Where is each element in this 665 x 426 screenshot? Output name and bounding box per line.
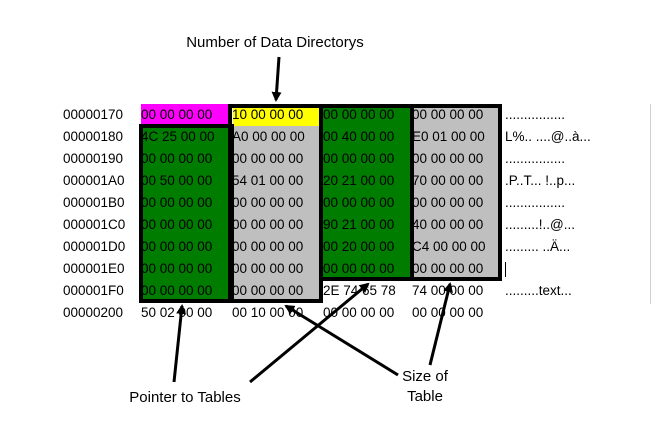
yellow-highlight bbox=[233, 104, 320, 126]
hex-group: 00 00 00 00 bbox=[141, 239, 213, 254]
outline-column-1 bbox=[139, 124, 234, 303]
label-number-of-data-directorys: Number of Data Directorys bbox=[186, 34, 364, 51]
hex-group: 00 00 00 00 bbox=[412, 151, 484, 166]
label-size-line1: Size of bbox=[402, 368, 448, 385]
row-ascii: .P..T... !..p... bbox=[505, 173, 576, 188]
hex-group: 00 00 00 00 bbox=[141, 261, 213, 276]
hex-group: 00 00 00 00 bbox=[141, 283, 213, 298]
label-size-line2: Table bbox=[407, 388, 443, 405]
row-ascii: .........text... bbox=[505, 283, 572, 298]
hex-group: 40 00 00 00 bbox=[412, 217, 484, 232]
hex-group: 00 20 00 00 bbox=[323, 239, 395, 254]
hex-group: 90 21 00 00 bbox=[323, 217, 395, 232]
row-ascii: L%.. ....@..à... bbox=[505, 129, 591, 144]
hex-group: 00 00 00 00 bbox=[141, 217, 213, 232]
hex-group: 00 00 00 00 bbox=[232, 195, 304, 210]
row-ascii: ......... ..Ä... bbox=[505, 239, 571, 254]
hex-group: 00 00 00 00 bbox=[141, 107, 213, 122]
label-pointer-to-tables: Pointer to Tables bbox=[129, 389, 241, 406]
gray-column-size bbox=[230, 126, 322, 302]
magenta-highlight bbox=[141, 104, 230, 126]
row-address: 000001D0 bbox=[63, 239, 126, 254]
row-address: 000001F0 bbox=[63, 283, 124, 298]
row-address: 00000200 bbox=[63, 305, 124, 320]
hex-row: 000001B0 00 00 00 00 00 00 00 00 00 00 00 0… bbox=[60, 192, 660, 214]
row-address: 00000190 bbox=[63, 151, 124, 166]
hex-group: 54 01 00 00 bbox=[232, 173, 304, 188]
hex-group: 00 00 00 00 bbox=[141, 195, 213, 210]
hex-row: 000001C0 00 00 00 00 00 00 00 00 90 21 00 0… bbox=[60, 214, 660, 236]
hex-row: 000001D0 00 00 00 00 00 00 00 00 00 20 00 0… bbox=[60, 236, 660, 258]
hex-dump-panel: 00000170 00 00 00 00 10 00 00 00 00 00 00 0… bbox=[60, 104, 660, 320]
hex-group: 00 00 00 00 bbox=[323, 305, 395, 320]
hex-group: 00 50 00 00 bbox=[141, 173, 213, 188]
row-address: 00000170 bbox=[63, 107, 124, 122]
hex-group: 00 00 00 00 bbox=[141, 151, 213, 166]
hex-group: A0 00 00 00 bbox=[232, 129, 305, 144]
hex-group: 00 00 00 00 bbox=[232, 261, 304, 276]
hex-group: 00 00 00 00 bbox=[412, 107, 484, 122]
hex-group: 00 40 00 00 bbox=[323, 129, 395, 144]
hex-row: 00000190 00 00 00 00 00 00 00 00 00 00 00 0… bbox=[60, 148, 660, 170]
hex-group: 10 00 00 00 bbox=[232, 107, 304, 122]
row-address: 000001C0 bbox=[63, 217, 126, 232]
label-size-of-table: Size of Table bbox=[370, 367, 480, 407]
hex-group: E0 01 00 00 bbox=[412, 129, 485, 144]
hex-group: 4C 25 00 00 bbox=[141, 129, 215, 144]
hex-group: 00 00 00 00 bbox=[232, 283, 304, 298]
arrow-size-to-gray-col bbox=[284, 304, 399, 377]
hex-group: 00 00 00 00 bbox=[323, 107, 395, 122]
hex-group: 20 21 00 00 bbox=[323, 173, 395, 188]
hex-group: 00 00 00 00 bbox=[323, 195, 395, 210]
hex-group: 00 00 00 00 bbox=[412, 261, 484, 276]
hex-group: 00 00 00 00 bbox=[323, 151, 395, 166]
green-column-pointer-2 bbox=[322, 104, 412, 280]
row-address: 000001A0 bbox=[63, 173, 125, 188]
row-ascii: .........!..@... bbox=[505, 217, 575, 232]
hex-group: 00 00 00 00 bbox=[232, 217, 304, 232]
row-address: 00000180 bbox=[63, 129, 124, 144]
gray-column-size-2 bbox=[412, 104, 502, 280]
arrow-to-green-col-3 bbox=[249, 282, 370, 384]
hex-row: 00000180 4C 25 00 00 A0 00 00 00 00 40 00 0… bbox=[60, 126, 660, 148]
arrow-pointer-to-tables bbox=[172, 304, 187, 383]
hex-row: 000001E0 00 00 00 00 00 00 00 00 00 00 00 0… bbox=[60, 258, 660, 280]
hex-group: 00 00 00 00 bbox=[412, 195, 484, 210]
text-cursor bbox=[505, 262, 506, 277]
arrow-size-to-gray-col-4 bbox=[428, 282, 453, 366]
row-ascii: ................ bbox=[505, 107, 566, 122]
arrow-to-number-of-directories bbox=[271, 56, 282, 102]
green-column-pointer bbox=[141, 126, 230, 302]
panel-divider bbox=[650, 104, 651, 304]
hex-group: 00 00 00 00 bbox=[232, 239, 304, 254]
outline-column-4 bbox=[410, 104, 502, 281]
hex-group: C4 00 00 00 bbox=[412, 239, 486, 254]
hex-row: 000001A0 00 50 00 00 54 01 00 00 20 21 00 0… bbox=[60, 170, 660, 192]
row-address: 000001E0 bbox=[63, 261, 125, 276]
row-address: 000001B0 bbox=[63, 195, 125, 210]
row-ascii: ................ bbox=[505, 151, 566, 166]
hex-group: 00 00 00 00 bbox=[232, 151, 304, 166]
row-ascii: ................ bbox=[505, 195, 566, 210]
hex-group: 00 00 00 00 bbox=[412, 305, 484, 320]
hex-row: 00000170 00 00 00 00 10 00 00 00 00 00 00 0… bbox=[60, 104, 660, 126]
hex-group: 70 00 00 00 bbox=[412, 173, 484, 188]
hex-group: 00 00 00 00 bbox=[323, 261, 395, 276]
